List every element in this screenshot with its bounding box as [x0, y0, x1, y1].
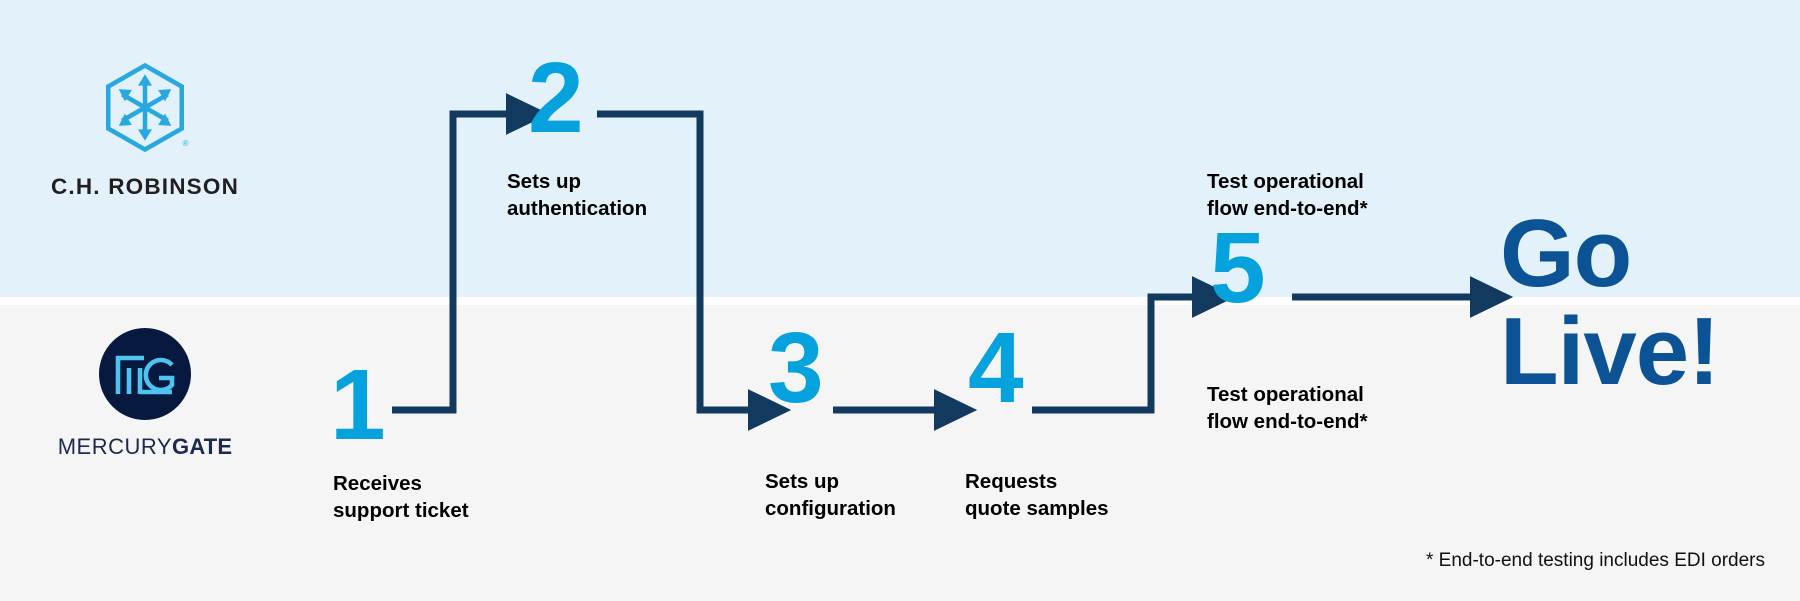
step-number-4: 4 [968, 312, 1024, 424]
step-number-3: 3 [768, 312, 824, 424]
mercurygate-circle [99, 328, 191, 420]
go-live-outcome: Go Live! [1500, 200, 1720, 405]
chrobinson-wordmark: C.H. ROBINSON [50, 174, 240, 199]
step-number-5: 5 [1210, 212, 1266, 324]
step-label-5-top: Test operational flow end-to-end* [1207, 170, 1368, 221]
mercurygate-mg-monogram-icon [115, 355, 175, 395]
step-label-1: Receives support ticket [333, 472, 469, 523]
logo-mercurygate: MERCURYGATE [40, 328, 250, 458]
mercurygate-wordmark-light: MERCURY [57, 434, 173, 459]
svg-text:®: ® [183, 139, 189, 148]
step-number-1: 1 [330, 349, 386, 461]
step-label-5-bottom: Test operational flow end-to-end* [1207, 383, 1368, 434]
lane-band-mercurygate [0, 305, 1800, 601]
logo-chrobinson: ® C.H. ROBINSON [40, 62, 250, 199]
step-label-2: Sets up authentication [507, 170, 648, 221]
hexagon-six-arrow-icon: ® [105, 62, 189, 153]
step-label-4: Requests quote samples [965, 470, 1109, 521]
footnote-text: * End-to-end testing includes EDI orders [1425, 550, 1765, 571]
mercurygate-wordmark: MERCURYGATE [40, 436, 250, 458]
step-number-2: 2 [528, 42, 584, 154]
lane-band-chrobinson [0, 0, 1800, 297]
mercurygate-wordmark-bold: GATE [172, 434, 233, 459]
step-label-3: Sets up configuration [765, 470, 896, 521]
